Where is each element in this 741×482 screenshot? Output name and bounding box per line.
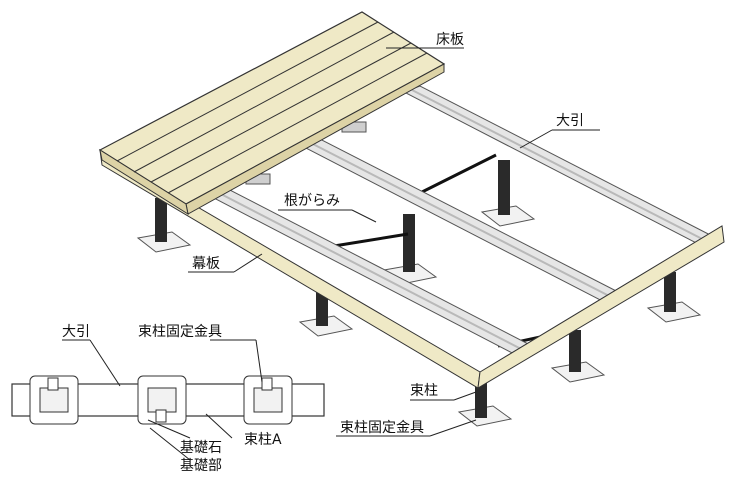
main-labels: 床板 大引 根がらみ 幕板 束柱 束柱固定金具 <box>192 32 584 436</box>
post-foundation-6 <box>550 330 606 383</box>
detail-foundation-1 <box>29 375 79 425</box>
post-foundation-4 <box>480 160 536 227</box>
post-foundation-3 <box>457 378 513 427</box>
detail-label-post-a: 束柱A <box>244 432 282 448</box>
post-foundations <box>136 160 702 427</box>
post-foundation-2 <box>298 290 354 337</box>
label-joist: 大引 <box>556 113 584 129</box>
detail-label-bracket: 束柱固定金具 <box>138 324 222 340</box>
label-fascia: 幕板 <box>192 256 220 272</box>
leader-lines <box>188 47 600 437</box>
post-foundation-1 <box>136 198 192 253</box>
label-post: 束柱 <box>410 383 438 399</box>
label-sleeper: 根がらみ <box>284 193 340 209</box>
floorboard-slab <box>98 11 446 216</box>
detail-foundation-2 <box>137 375 187 425</box>
detail-foundation-3 <box>243 375 293 425</box>
detail-label-base: 基礎部 <box>180 457 222 474</box>
detail-label-stone: 基礎石 <box>180 439 222 456</box>
detail-plan-view: 大引 束柱固定金具 基礎石 基礎部 束柱A <box>11 324 325 474</box>
post-foundation-7 <box>646 272 702 323</box>
post-foundation-5 <box>382 214 438 285</box>
label-post-bracket: 束柱固定金具 <box>340 420 424 436</box>
label-floorboard: 床板 <box>436 32 464 48</box>
detail-label-joist: 大引 <box>62 324 90 340</box>
